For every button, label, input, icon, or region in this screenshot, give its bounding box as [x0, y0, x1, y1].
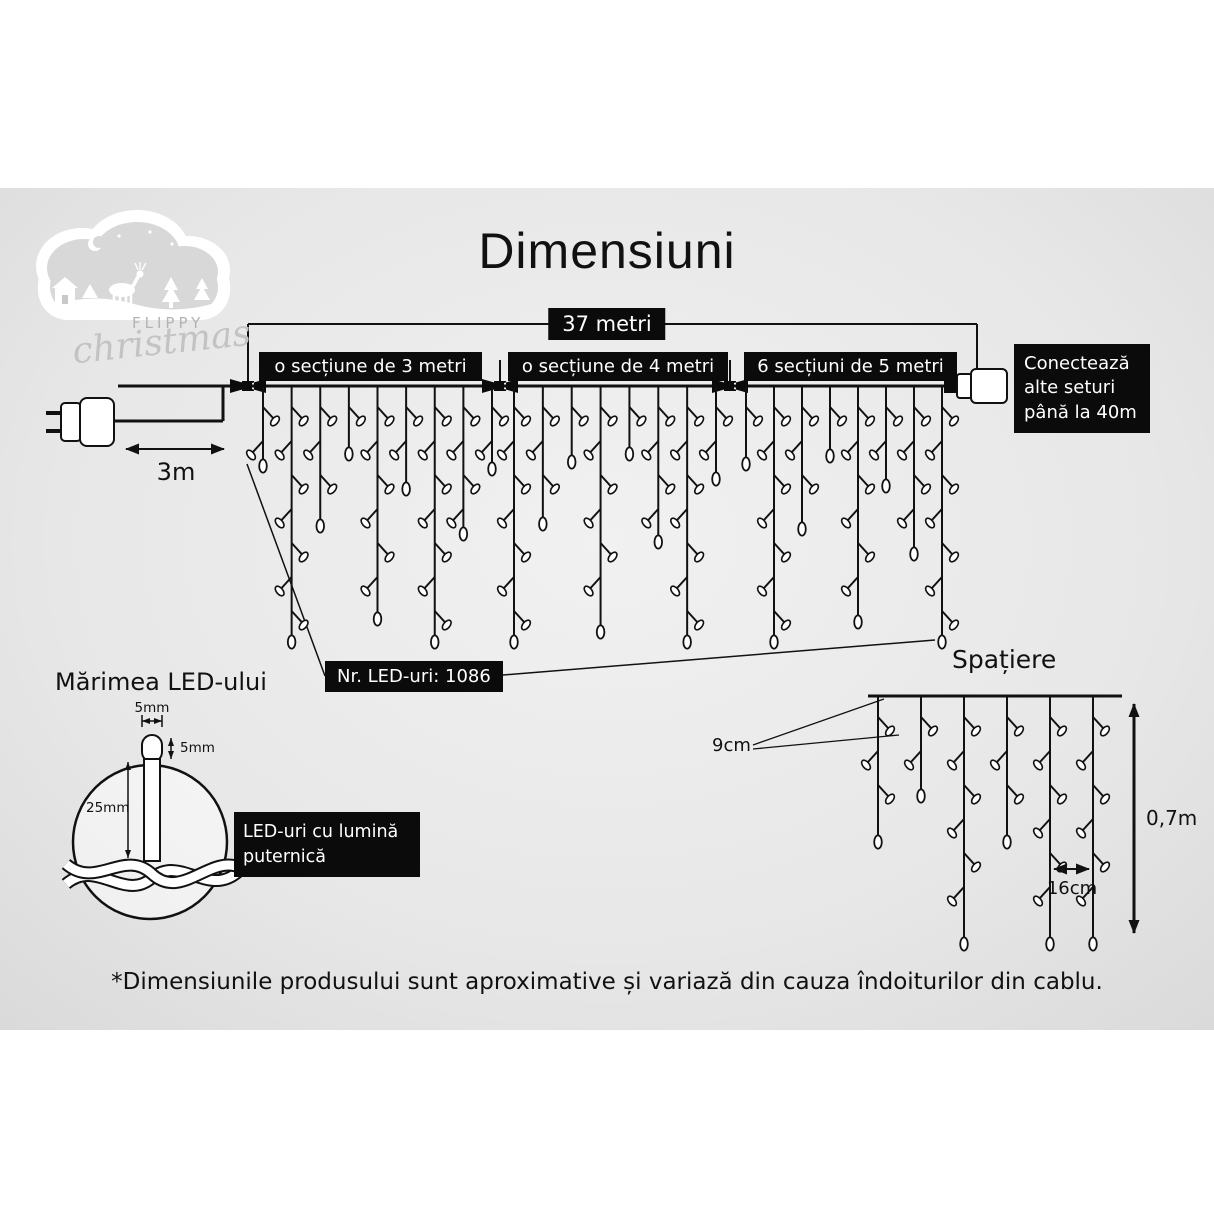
led-gap-label: 9cm [712, 735, 751, 756]
main-wire [112, 384, 950, 423]
brand-logo [36, 210, 230, 320]
led-magnifier [61, 734, 243, 921]
led-count-label: Nr. LED-uri: 1086 [325, 661, 503, 692]
led-top-width-label: 5mm [134, 700, 170, 716]
led-brightness-note: LED-uri cu lumină puternică [234, 812, 420, 877]
disclaimer: *Dimensiunile produsului sunt aproximati… [111, 969, 1103, 995]
total-length-label: 37 metri [548, 308, 666, 340]
main-lights [245, 387, 960, 650]
spacing-lights [860, 697, 1111, 952]
spacing-heading: Spațiere [952, 645, 1057, 674]
lead-length-label: 3m [156, 458, 196, 486]
drop-length-label: 0,7m [1146, 806, 1198, 830]
led-body-height-label: 25mm [86, 800, 130, 816]
led-measure-arrows [125, 715, 174, 858]
led-top-height-label: 5mm [180, 740, 215, 756]
led-count-pointer-lines [246, 463, 936, 677]
connect-note: Conectează alte seturi până la 40m [1014, 344, 1150, 433]
strand-gap-label: 16cm [1046, 878, 1098, 899]
led-bulb-icon [141, 734, 163, 763]
section-label-4m: o secțiune de 4 metri [508, 352, 728, 381]
house-icon [52, 277, 78, 304]
led-size-heading: Mărimea LED-ului [55, 668, 267, 696]
power-plug-icon [46, 397, 115, 447]
tree-icons [82, 277, 210, 308]
page-title: Dimensiuni [478, 223, 736, 279]
section-label-3m: o secțiune de 3 metri [259, 352, 482, 381]
led-body-icon [143, 758, 161, 862]
spacing-pointer-lines [752, 698, 900, 750]
end-connector-icon [944, 368, 1008, 404]
deer-icon [109, 262, 147, 304]
section-label-5m: 6 secțiuni de 5 metri [744, 352, 957, 381]
spacing-arrows [1053, 703, 1140, 934]
brand-name: FLIPPY [132, 314, 205, 332]
